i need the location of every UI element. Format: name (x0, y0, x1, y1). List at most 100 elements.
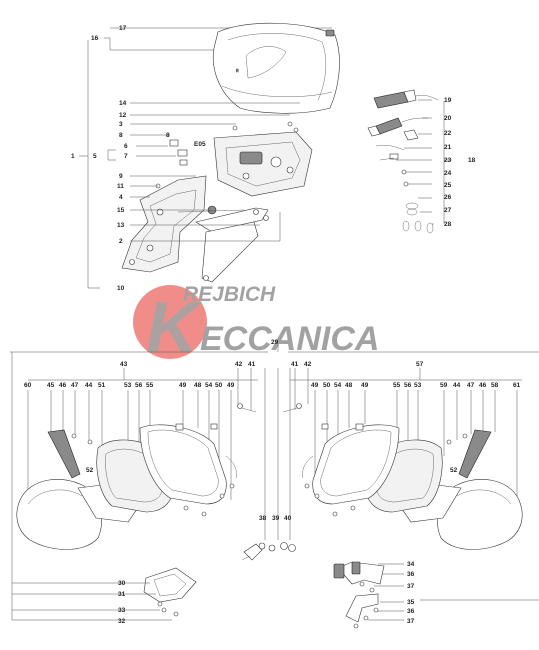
callout-3: 3 (119, 121, 123, 128)
top-case-assembly: ʀ (71, 22, 340, 292)
callout-18: 18 (468, 157, 476, 164)
left-grip (375, 117, 403, 135)
callout-49-left-a: 49 (179, 382, 187, 389)
callout-20: 20 (444, 115, 452, 122)
callout-56-left: 56 (135, 382, 143, 389)
callout-36-lower: 36 (407, 608, 415, 615)
svg-text:ʀ: ʀ (236, 68, 239, 74)
callout-50-right: 50 (323, 382, 331, 389)
callout-46-left: 46 (59, 382, 67, 389)
callout-2: 2 (119, 238, 123, 245)
callout-22: 22 (444, 130, 452, 137)
callout-49-left-b: 49 (227, 382, 235, 389)
left-pannier-outer-shell (16, 479, 102, 550)
callout-1: 1 (71, 153, 75, 160)
watermark-monogram: K (146, 288, 203, 368)
right-grip (373, 91, 409, 109)
callout-52-right: 52 (450, 467, 458, 474)
right-pannier-outer-shell (437, 479, 523, 550)
callout-6: 6 (124, 143, 128, 150)
callout-12: 12 (119, 112, 127, 119)
callout-10: 10 (117, 285, 125, 292)
callout-37-lower: 37 (407, 618, 415, 625)
callout-41-left: 41 (248, 361, 256, 368)
callout-43: 43 (120, 361, 128, 368)
callout-25: 25 (444, 182, 452, 189)
callout-38: 38 (259, 515, 267, 522)
callout-41-right: 41 (291, 361, 299, 368)
top-case (212, 22, 340, 114)
callout-47-left: 47 (71, 382, 79, 389)
side-brackets-group: 34 36 37 35 36 37 (333, 561, 539, 629)
callout-8-small: 8 (166, 132, 170, 139)
callout-61: 61 (513, 382, 521, 389)
callout-31: 31 (118, 591, 126, 598)
callout-56-right: 56 (404, 382, 412, 389)
callout-44-left: 44 (85, 382, 93, 389)
callout-50-left: 50 (215, 382, 223, 389)
upper-side-bracket (337, 561, 385, 585)
callout-55-right: 55 (393, 382, 401, 389)
callout-51-left: 51 (98, 382, 106, 389)
callout-24: 24 (444, 170, 452, 177)
callout-34: 34 (407, 561, 415, 568)
callout-60: 60 (24, 382, 32, 389)
callout-29: 29 (271, 339, 279, 346)
heated-grips-kit: 19 20 22 21 23 18 24 25 26 27 28 (367, 89, 476, 234)
callout-27: 27 (444, 207, 452, 214)
callout-40: 40 (284, 515, 292, 522)
callout-35: 35 (407, 599, 415, 606)
callout-46-right: 46 (479, 382, 487, 389)
callout-59: 59 (440, 382, 448, 389)
callout-28: 28 (444, 221, 452, 228)
callout-42-left: 42 (235, 361, 243, 368)
callout-49-right-b: 49 (361, 382, 369, 389)
callout-32: 32 (118, 618, 126, 625)
mounting-plate-group: 30 31 33 32 (12, 567, 197, 625)
callout-47-right: 47 (467, 382, 475, 389)
lower-side-bracket (345, 593, 379, 623)
callout-49-right-a: 49 (311, 382, 319, 389)
callout-54-left: 54 (205, 382, 213, 389)
callout-19: 19 (444, 97, 452, 104)
lock-set: 38 39 40 (241, 368, 296, 561)
callout-48-left: 48 (194, 382, 202, 389)
callout-11: 11 (117, 183, 124, 190)
callout-39: 39 (272, 515, 280, 522)
right-pannier: 49 50 54 48 49 55 56 53 59 44 47 46 58 6… (282, 368, 523, 550)
watermark-logo: K REJBICH ECCANICA (133, 283, 379, 368)
callout-53-right: 53 (414, 382, 422, 389)
mounting-plate (143, 567, 197, 603)
callout-30: 30 (118, 580, 126, 587)
callout-14: 14 (119, 100, 127, 107)
callout-58: 58 (491, 382, 499, 389)
callout-7: 7 (124, 153, 128, 160)
watermark-line2: ECCANICA (200, 320, 379, 358)
callout-26: 26 (444, 194, 452, 201)
callout-45-left: 45 (47, 382, 55, 389)
callout-16: 16 (91, 35, 99, 42)
callout-52-left: 52 (86, 467, 94, 474)
callout-17: 17 (119, 25, 127, 32)
top-case-rack-plate (213, 131, 313, 197)
callout-9: 9 (119, 173, 123, 180)
callout-37-upper: 37 (407, 583, 415, 590)
callout-57: 57 (416, 361, 424, 368)
callout-13: 13 (117, 222, 125, 229)
callout-36-upper: 36 (407, 571, 415, 578)
callout-44-right: 44 (453, 382, 461, 389)
callout-42-right: 42 (304, 361, 312, 368)
left-pannier: 60 45 46 47 44 51 53 56 55 49 48 54 50 4… (16, 368, 257, 550)
watermark-red-circle (133, 285, 207, 359)
watermark-line1: REJBICH (183, 283, 276, 306)
callout-4: 4 (119, 194, 123, 201)
callout-54-right: 54 (334, 382, 342, 389)
pannier-brackets: 29 43 42 41 41 42 57 (10, 339, 539, 620)
callout-15: 15 (117, 207, 125, 214)
callout-53-left: 53 (124, 382, 132, 389)
callout-48-right: 48 (345, 382, 353, 389)
left-side-frame (121, 175, 207, 273)
callout-33: 33 (118, 607, 126, 614)
